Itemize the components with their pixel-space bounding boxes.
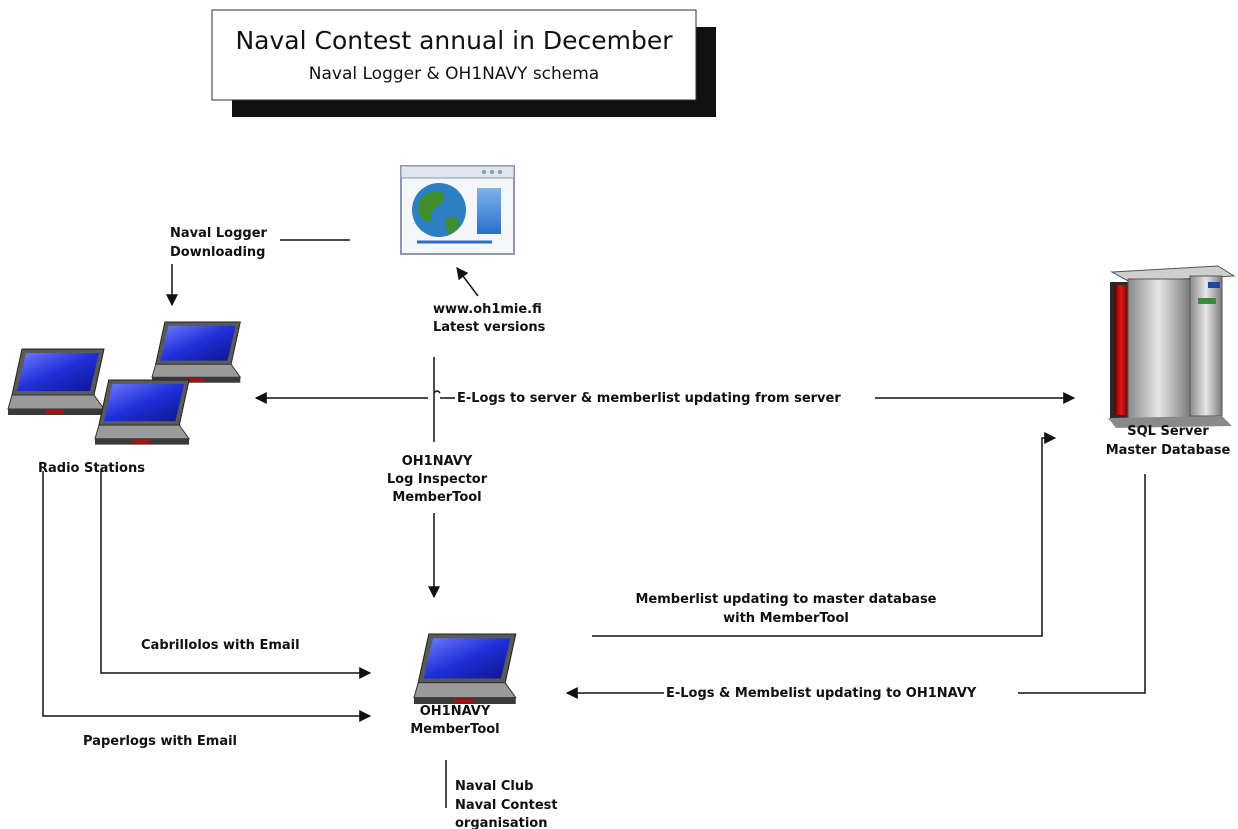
cabrillolos-label: Cabrillolos with Email: [141, 638, 300, 653]
website-label-2: Latest versions: [433, 320, 546, 335]
server-tower-icon: [1108, 265, 1236, 428]
oh1navy-tools-label-2: Log Inspector: [387, 472, 488, 487]
cabrillolos-arrow: [100, 471, 372, 679]
tools-line-upper: [433, 357, 441, 442]
paperlogs-label: Paperlogs with Email: [83, 734, 237, 749]
memberlist-master-label-2: with MemberTool: [723, 611, 849, 626]
membertool-label-1: OH1NAVY: [420, 704, 491, 719]
memberlist-master-label-1: Memberlist updating to master database: [635, 592, 936, 607]
elogs-server-label: E-Logs to server & memberlist updating f…: [457, 391, 841, 406]
radio-station-laptop-1: [7, 348, 105, 416]
website-label-1: www.oh1mie.fi: [433, 302, 542, 317]
radio-station-laptop-2: [151, 321, 241, 384]
sql-server-label-1: SQL Server: [1127, 424, 1209, 439]
oh1navy-tools-label-3: MemberTool: [392, 490, 481, 505]
title-box: Naval Contest annual in December Naval L…: [211, 9, 716, 117]
title-line1: Naval Contest annual in December: [235, 26, 673, 55]
title-line2: Naval Logger & OH1NAVY schema: [309, 64, 599, 84]
membertool-label-2: MemberTool: [410, 722, 499, 737]
sql-server-label-2: Master Database: [1106, 443, 1231, 458]
elogs-oh1navy-label: E-Logs & Membelist updating to OH1NAVY: [666, 686, 977, 701]
memberlist-master-arrow: [592, 432, 1057, 637]
naval-logger-label-2: Downloading: [170, 245, 265, 260]
club-label-2: Naval Contest: [455, 798, 558, 813]
paperlogs-arrow: [42, 471, 372, 722]
naval-logger-label-1: Naval Logger: [170, 226, 268, 241]
website-arrow: [456, 267, 479, 297]
radio-stations-label: Radio Stations: [38, 461, 145, 476]
radio-station-laptop-3: [94, 379, 190, 446]
club-label-1: Naval Club: [455, 779, 533, 794]
web-browser-globe-icon: [400, 165, 515, 255]
club-label-3: organisation: [455, 816, 548, 829]
membertool-laptop: [413, 633, 517, 705]
oh1navy-tools-label-1: OH1NAVY: [402, 454, 473, 469]
server-return-line: [1018, 474, 1146, 694]
